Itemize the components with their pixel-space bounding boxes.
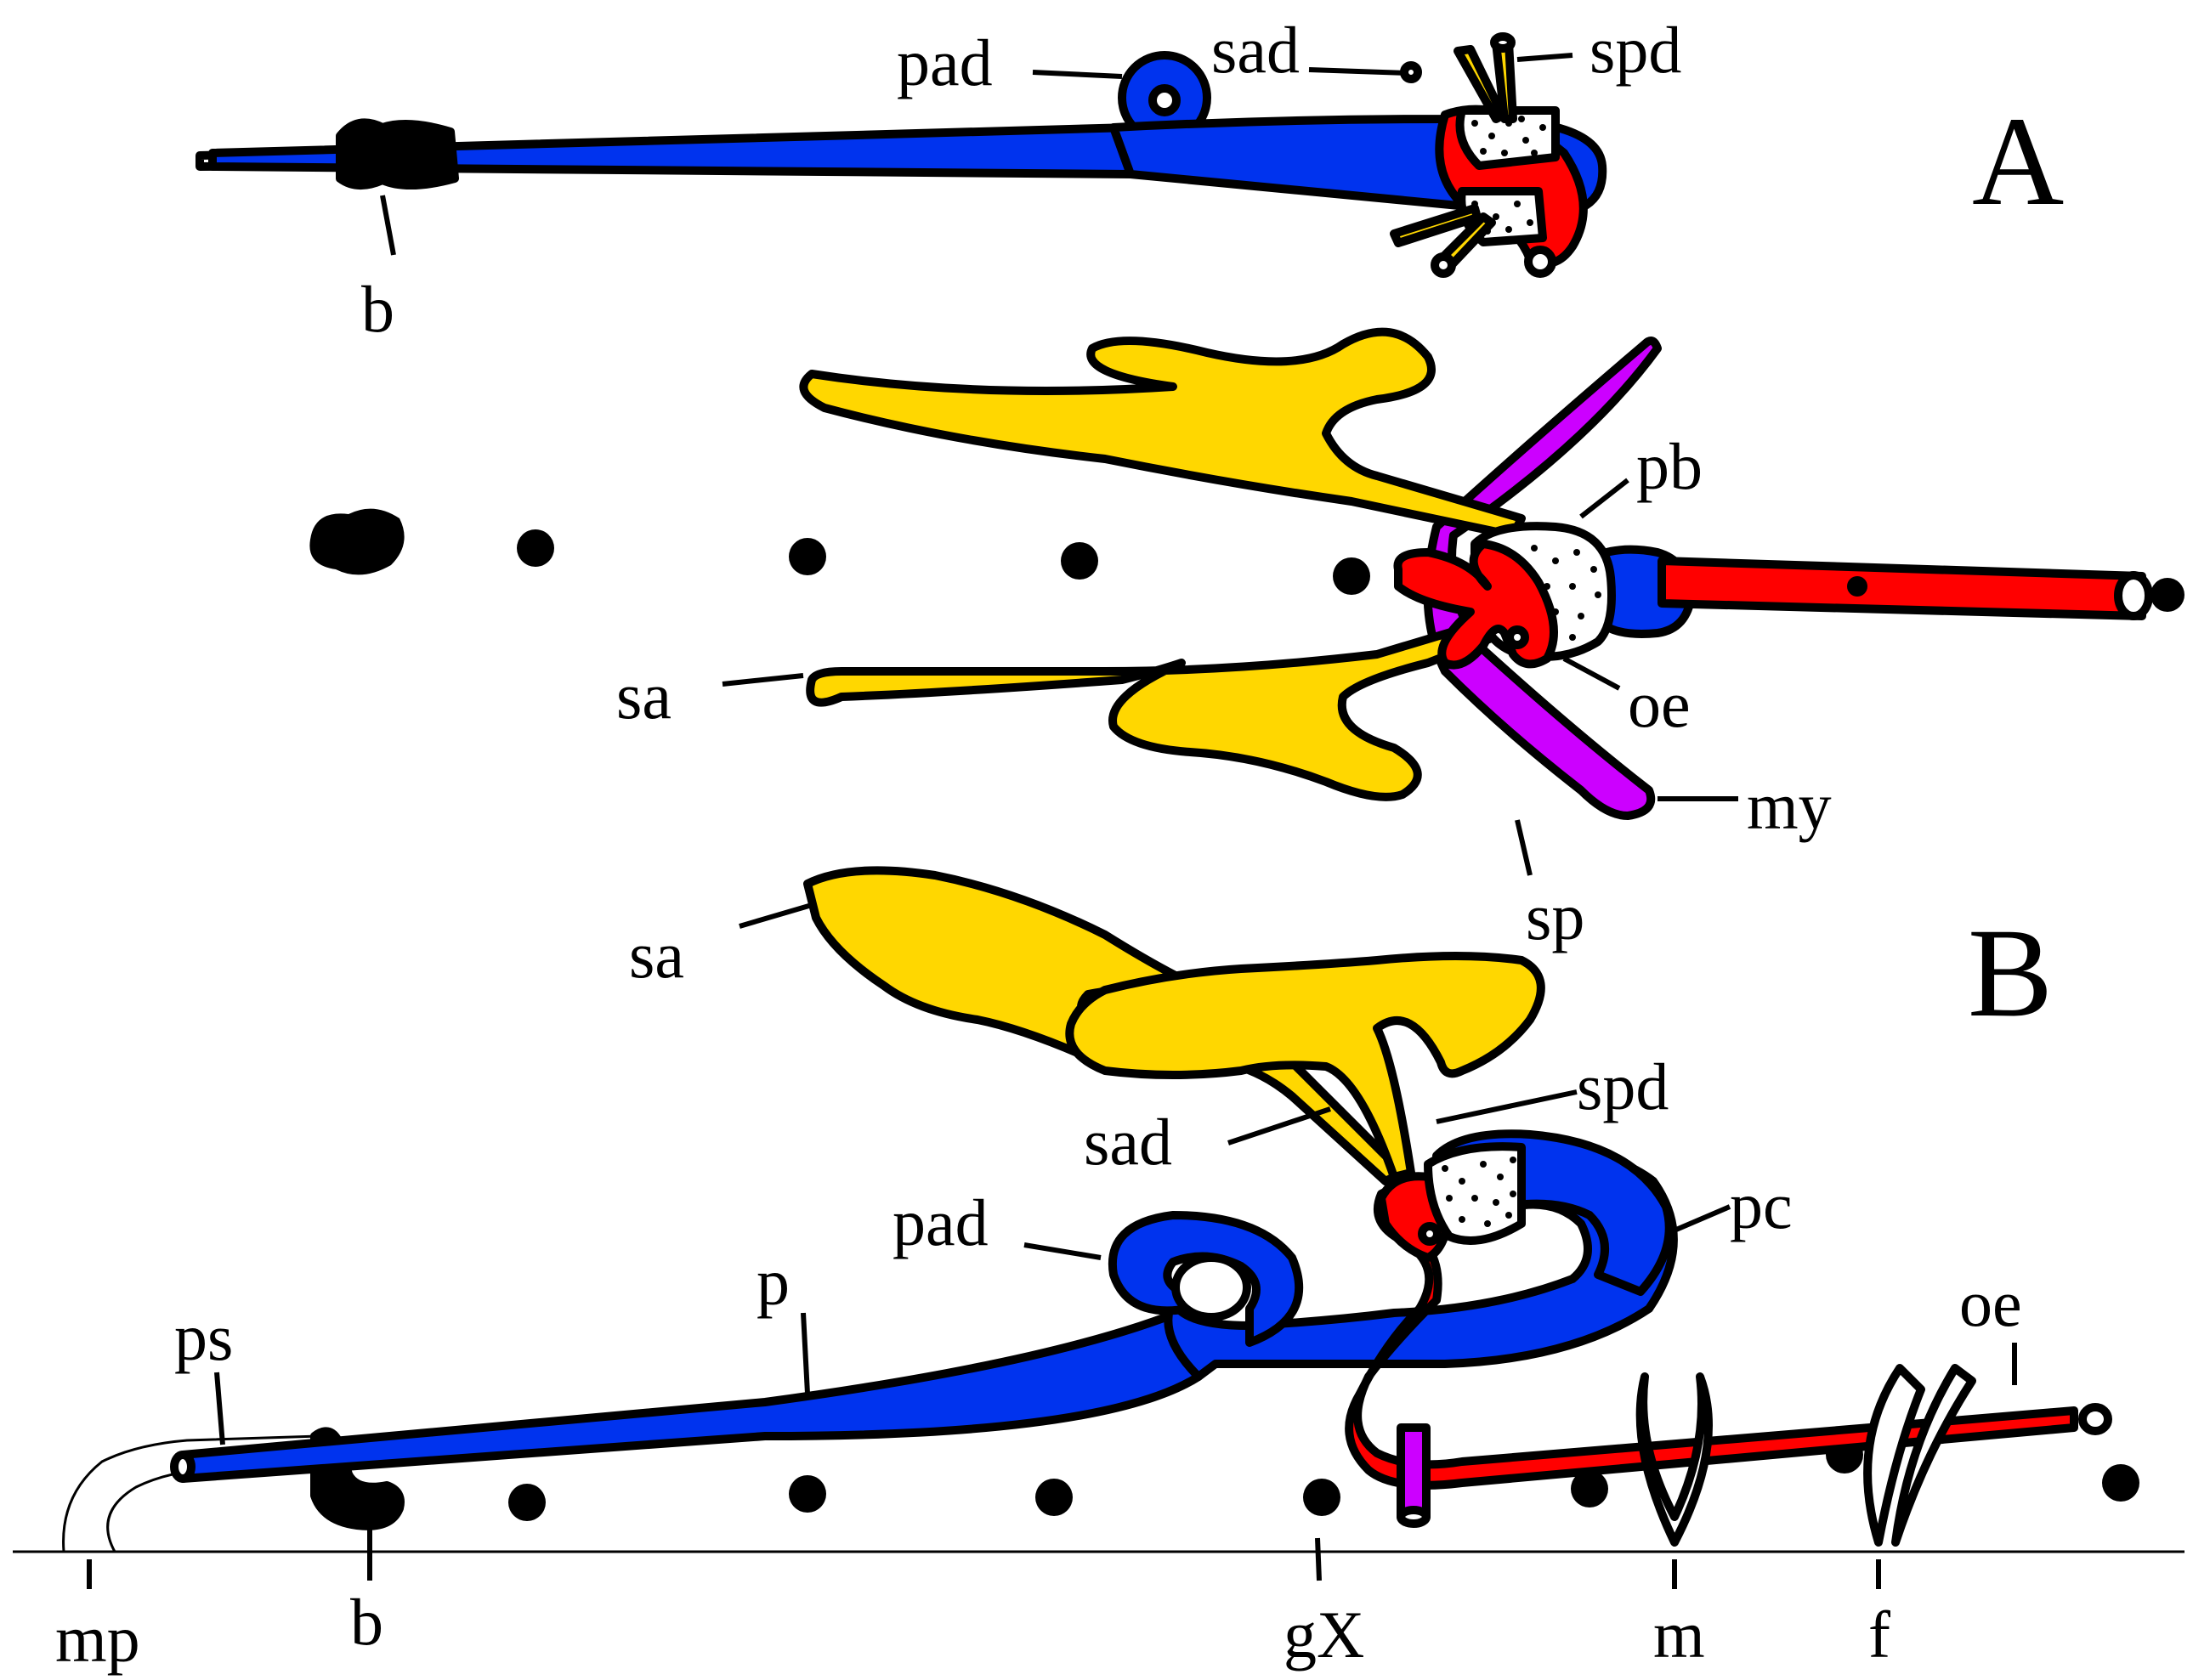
m-muscle-band [1423,337,1662,820]
m-ganglion-large [309,508,405,575]
a-stipple-dots [1471,116,1546,235]
b-septum-f [1863,1364,1976,1547]
m-label-oe: oe [1628,667,1691,741]
b-label-ps: ps [174,1300,233,1374]
m-dot [1333,557,1370,595]
b-label-oe: oe [1959,1266,2022,1340]
m-dot [789,538,826,575]
panel-label-b: B [1968,902,2053,1044]
b-stipple-dots [1442,1157,1516,1227]
m-dot [517,529,554,567]
a-bursa [336,118,459,189]
b-label-pad: pad [892,1185,989,1259]
a-duct-end-2 [1490,32,1516,53]
m-pore [1505,625,1529,649]
b-penis-duct [178,1296,1218,1483]
m-label-sp: sp [1526,880,1584,953]
m-label-sa: sa [616,659,672,733]
m-dot [2150,578,2184,612]
m-oesophagus-end [2114,571,2153,620]
b-label-b: b [350,1585,383,1659]
b-dot [789,1475,826,1513]
panel-a-drawing [196,32,1607,278]
b-dot [1035,1479,1073,1516]
b-label-sa: sa [629,918,684,992]
panel-label-a: A [1972,91,2064,232]
middle-drawing [309,327,2184,876]
a-label-b: b [361,272,394,346]
b-dot [2102,1464,2139,1502]
a-coil-hole [1148,84,1181,116]
b-duct-tip [170,1451,196,1483]
m-oesophagus [1658,557,2146,620]
m-dot-in-tube [1847,576,1867,597]
m-label-my: my [1747,769,1832,843]
b-atrium-pore [1418,1222,1442,1246]
b-dot [1303,1479,1340,1516]
b-label-pc: pc [1730,1168,1793,1242]
b-label-sad: sad [1084,1105,1172,1179]
a-label-spd: spd [1590,13,1681,87]
a-label-sad: sad [1211,13,1300,87]
b-red-atrium [1345,1185,2078,1490]
b-penis-bulb [1424,1142,1526,1245]
b-label-spd: spd [1577,1049,1669,1123]
m-lower-gland [806,614,1509,801]
b-muscle-stub [1397,1423,1431,1521]
m-label-pb: pb [1636,429,1703,503]
b-label-mp: mp [55,1602,140,1676]
a-label-pad: pad [897,25,993,99]
panel-b-drawing [13,866,2184,1589]
b-label-gX: gX [1284,1598,1364,1672]
b-lower-gland [1065,952,1545,1181]
a-duct-end-3 [1431,252,1456,278]
a-duct-end-4 [1524,246,1556,278]
b-label-f: f [1868,1598,1890,1672]
b-label-m: m [1653,1598,1705,1672]
m-dot [1061,542,1098,580]
b-dot [1571,1470,1608,1507]
b-dot [508,1484,546,1521]
b-pad-loop-hole [1171,1253,1251,1321]
m-upper-gland [799,327,1526,540]
b-septum-m [1635,1372,1713,1547]
b-label-p: p [756,1245,790,1319]
b-oesophagus-end [2078,1403,2112,1435]
b-pad-loop [1108,1211,1304,1347]
b-muscle-stub-end [1397,1506,1431,1528]
